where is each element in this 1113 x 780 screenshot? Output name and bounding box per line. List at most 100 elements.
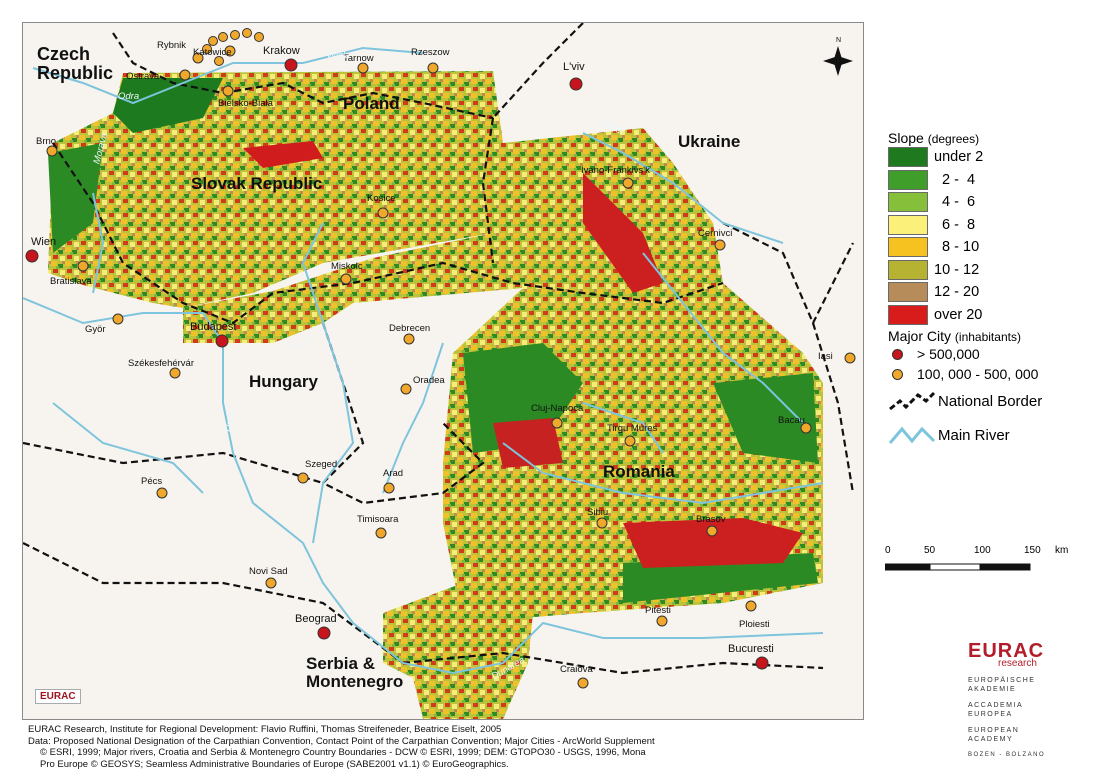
city-label-sz-kesfeh-rv-r: Székesfehérvár <box>128 358 195 369</box>
city-marker-cernivci <box>714 239 726 251</box>
slope-swatch <box>888 147 928 168</box>
city-marker-oradea <box>400 383 412 395</box>
city-marker-sibiu <box>596 517 608 529</box>
slope-swatch <box>888 304 928 325</box>
major-city-marker-wien <box>25 249 39 263</box>
city-label-arad: Arad <box>383 468 404 479</box>
scale-tick-label: 0 <box>885 545 891 556</box>
city-label-sibiu: Sibiu <box>587 507 609 518</box>
legend: Slope (degrees) under 2 2 - 4 4 - 6 6 - … <box>888 130 1113 452</box>
city-label-ostrava: Ostrava <box>126 71 160 82</box>
slope-class-label: 8 - 10 <box>934 239 980 256</box>
slope-area-south <box>383 583 533 719</box>
city-marker-sz-kesfeh-rv-r <box>169 367 181 379</box>
city-label-tirgu-mures: Tirgu Mures <box>607 423 658 434</box>
map-logo: EURAC <box>35 689 81 704</box>
brand-name: EURAC <box>968 640 1045 662</box>
slope-swatch <box>888 169 928 190</box>
river-label-wisla: Wisla <box>327 50 351 61</box>
city-legend-title: Major City (inhabitants) <box>888 328 1113 344</box>
slope-legend-row: under 2 <box>888 146 1113 169</box>
major-city-marker-l-viv <box>569 77 583 91</box>
city-marker-arad <box>383 482 395 494</box>
city-label-kosice: Kosice <box>367 193 396 204</box>
major-city-marker-beograd <box>317 626 331 640</box>
city-title: Major City <box>888 328 952 344</box>
city-label-bratislava: Bratislava <box>50 276 92 287</box>
city-marker-miskolc <box>340 273 352 285</box>
city-marker-gy-r <box>112 313 124 325</box>
flat-lowland-east <box>713 373 818 463</box>
slope-swatch <box>888 214 928 235</box>
city-markers <box>25 28 856 689</box>
border-legend-label: National Border <box>938 392 1043 410</box>
slope-legend-row: 2 - 4 <box>888 169 1113 192</box>
slope-class-label: over 20 <box>934 306 983 323</box>
border-legend-row: National Border <box>888 384 1113 418</box>
city-dot-icon <box>892 368 903 380</box>
city-label-l-viv: L'viv <box>563 61 585 73</box>
flat-lowland-north <box>113 78 223 133</box>
brand-line: EUROPÄISCHE <box>968 677 1036 684</box>
river-line-icon <box>888 426 936 444</box>
slope-legend-row: over 20 <box>888 304 1113 327</box>
scale-bar-graphic <box>885 563 1031 571</box>
river-legend-row: Main River <box>888 418 1113 452</box>
city-cluster-marker <box>230 30 240 40</box>
slope-area-central <box>183 233 523 343</box>
city-label-brno: Brno <box>36 136 57 147</box>
scale-tick-label: 50 <box>924 545 936 556</box>
slope-legend-row: 12 - 20 <box>888 281 1113 304</box>
city-label-cluj-napoca: Cluj-Napoca <box>531 403 584 414</box>
country-label-ukraine: Ukraine <box>678 132 741 151</box>
city-label-wien: Wien <box>31 236 57 248</box>
city-label-bucuresti: Bucuresti <box>728 643 774 655</box>
city-label-ploiesti: Ploiesti <box>739 619 770 630</box>
city-legend-row: > 500,000 <box>892 344 1113 364</box>
slope-class-label: 6 - 8 <box>934 216 976 233</box>
country-label-romania: Romania <box>603 462 675 481</box>
brand-line: EUROPEAN <box>968 727 1020 734</box>
city-marker-kosice <box>377 207 389 219</box>
border-line-icon <box>889 391 936 411</box>
city-cluster-marker <box>202 44 212 54</box>
city-legend: > 500,000 100, 000 - 500, 000 <box>888 344 1113 384</box>
city-marker-katowice <box>224 45 236 57</box>
steep-apuseni <box>493 418 563 468</box>
slope-legend-row: 10 - 12 <box>888 259 1113 282</box>
city-label-debrecen: Debrecen <box>389 323 431 334</box>
city-label-budapest: Budapest <box>190 321 237 333</box>
north-arrow: N <box>823 37 853 76</box>
slope-class-label: under 2 <box>934 149 984 166</box>
city-marker-p-cs <box>156 487 168 499</box>
city-class-label: 100, 000 - 500, 000 <box>917 366 1039 382</box>
slope-legend-row: 8 - 10 <box>888 236 1113 259</box>
scale-tick-label: 100 <box>974 545 991 556</box>
city-marker-brno <box>46 145 58 157</box>
city-label-beograd: Beograd <box>295 613 337 625</box>
main-rivers <box>23 46 824 675</box>
city-dot-icon <box>892 348 903 360</box>
city-marker-bielsko-biala <box>222 85 234 97</box>
scale-unit: km <box>1055 545 1069 556</box>
city-marker-rybnik <box>192 52 204 64</box>
brand-line: ACCADEMIA <box>968 702 1024 709</box>
city-marker-tirgu-mures <box>624 435 636 447</box>
steep-carpathians <box>583 173 663 293</box>
map-credits: EURAC Research, Institute for Regional D… <box>28 724 878 770</box>
slope-swatch <box>888 259 928 280</box>
city-label-ivano-frankivs-k: Ivano-Frankivs'k <box>581 165 650 176</box>
city-cluster-marker <box>254 32 264 42</box>
city-marker-debrecen <box>403 333 415 345</box>
major-city-marker-budapest <box>215 334 229 348</box>
country-label-poland: Poland <box>343 94 400 113</box>
city-marker-rzeszow <box>427 62 439 74</box>
slope-class-label: 4 - 6 <box>934 194 976 211</box>
slope-swatch <box>888 237 928 258</box>
city-cluster-marker <box>208 36 218 46</box>
river-legend-label: Main River <box>938 426 1010 444</box>
